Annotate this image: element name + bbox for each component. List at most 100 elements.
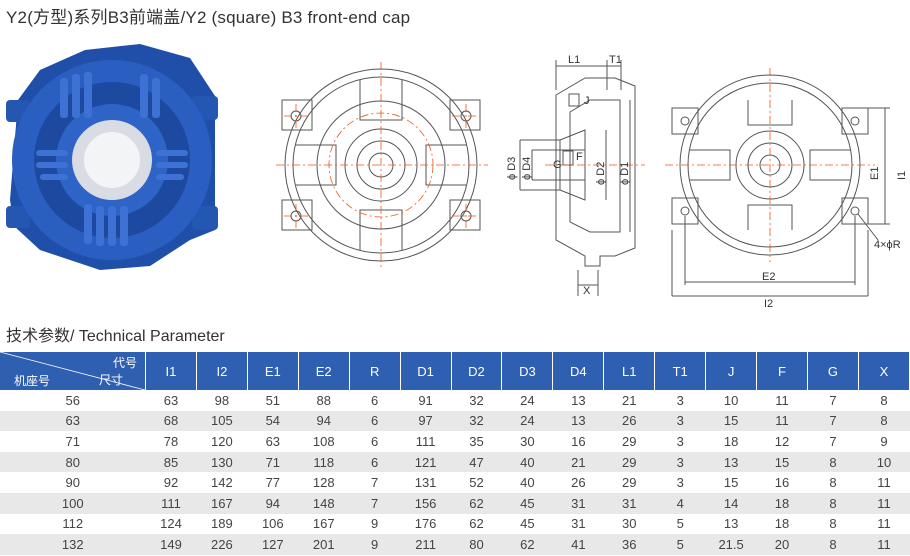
value-cell: 12 [756, 431, 808, 452]
value-cell: 92 [145, 472, 197, 493]
value-cell: 11 [756, 390, 808, 411]
column-header-r: R [349, 352, 401, 390]
value-cell: 7 [807, 390, 859, 411]
label-x: X [583, 285, 591, 297]
column-header-d4: D4 [552, 352, 605, 390]
value-cell: 52 [451, 472, 502, 493]
label-g: G [553, 159, 562, 171]
value-cell: 5 [654, 513, 706, 535]
value-cell: 4 [654, 492, 706, 514]
column-header-l1: L1 [603, 352, 656, 390]
value-cell: 176 [400, 513, 452, 535]
value-cell: 62 [451, 513, 502, 535]
value-cell: 3 [654, 390, 706, 411]
value-cell: 40 [501, 472, 553, 493]
value-cell: 78 [145, 431, 197, 452]
value-cell: 130 [196, 451, 248, 473]
column-header-i2: I2 [196, 352, 248, 390]
value-cell: 40 [501, 451, 553, 473]
value-cell: 11 [858, 513, 910, 535]
value-cell: 142 [196, 472, 248, 493]
column-header-t1: T1 [654, 352, 707, 390]
label-l1: L1 [568, 54, 580, 66]
column-header-e1: E1 [247, 352, 299, 390]
label-d3: ϕ D3 [506, 157, 518, 180]
value-cell: 156 [400, 492, 452, 514]
value-cell: 121 [400, 451, 452, 473]
value-cell: 35 [451, 431, 502, 452]
column-header-d2: D2 [451, 352, 503, 390]
value-cell: 6 [349, 410, 401, 432]
value-cell: 20 [756, 534, 808, 555]
value-cell: 9 [349, 513, 401, 535]
frame-size-cell: 71 [0, 431, 146, 452]
value-cell: 47 [451, 451, 502, 473]
value-cell: 62 [451, 492, 502, 514]
value-cell: 8 [807, 451, 859, 473]
cap-photo [6, 44, 218, 270]
frame-size-cell: 90 [0, 472, 146, 493]
value-cell: 21.5 [705, 534, 757, 555]
value-cell: 45 [501, 492, 553, 514]
value-cell: 62 [501, 534, 553, 555]
value-cell: 8 [807, 492, 859, 514]
corner-diagonal [0, 352, 145, 390]
value-cell: 211 [400, 534, 452, 555]
corner-code-label: 代号 [112, 356, 137, 370]
value-cell: 26 [603, 410, 655, 432]
value-cell: 5 [654, 534, 706, 555]
frame-size-cell: 100 [0, 492, 146, 514]
section-title: 技术参数/ Technical Parameter [6, 328, 225, 345]
table-corner-header: 代号 尺寸 机座号 [0, 352, 146, 390]
value-cell: 77 [247, 472, 299, 493]
value-cell: 11 [858, 534, 910, 555]
value-cell: 94 [298, 410, 350, 432]
value-cell: 68 [145, 410, 197, 432]
value-cell: 71 [247, 451, 299, 473]
section-view-drawing [519, 60, 636, 296]
value-cell: 8 [807, 513, 859, 535]
value-cell: 29 [603, 431, 655, 452]
value-cell: 167 [298, 513, 350, 535]
value-cell: 6 [349, 431, 401, 452]
label-d4: ϕ D4 [521, 157, 533, 180]
frame-size-cell: 112 [0, 513, 146, 535]
value-cell: 18 [705, 431, 757, 452]
value-cell: 127 [247, 534, 299, 555]
value-cell: 201 [298, 534, 350, 555]
value-cell: 8 [807, 472, 859, 493]
frame-size-cell: 56 [0, 390, 146, 411]
value-cell: 15 [705, 410, 757, 432]
value-cell: 16 [756, 472, 808, 493]
value-cell: 111 [400, 431, 452, 452]
value-cell: 14 [705, 492, 757, 514]
label-i2: I2 [764, 298, 773, 310]
value-cell: 45 [501, 513, 553, 535]
value-cell: 8 [858, 390, 910, 411]
value-cell: 91 [400, 390, 452, 411]
label-i1: I1 [896, 171, 908, 180]
value-cell: 6 [349, 451, 401, 473]
value-cell: 16 [552, 431, 604, 452]
value-cell: 3 [654, 451, 706, 473]
value-cell: 118 [298, 451, 350, 473]
page-title: Y2(方型)系列B3前端盖/Y2 (square) B3 front-end c… [6, 8, 411, 27]
column-header-j: J [705, 352, 758, 390]
value-cell: 226 [196, 534, 248, 555]
value-cell: 8 [858, 410, 910, 432]
value-cell: 148 [298, 492, 350, 514]
label-e1: E1 [869, 167, 881, 180]
value-cell: 31 [603, 492, 655, 514]
value-cell: 9 [858, 431, 910, 452]
value-cell: 11 [756, 410, 808, 432]
value-cell: 3 [654, 472, 706, 493]
value-cell: 7 [349, 472, 401, 493]
value-cell: 41 [552, 534, 604, 555]
value-cell: 63 [247, 431, 299, 452]
value-cell: 31 [552, 492, 604, 514]
label-j: J [584, 95, 590, 107]
